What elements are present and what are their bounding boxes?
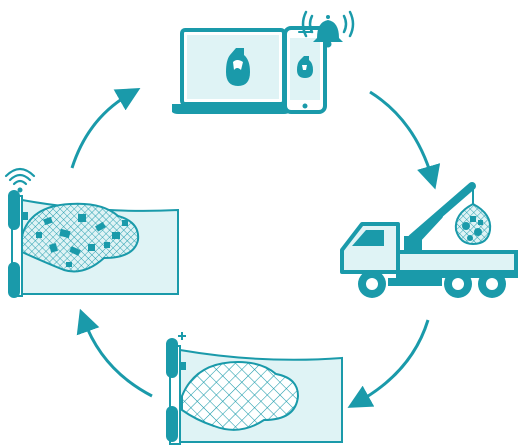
full-net-trap [4,167,179,298]
cycle-arrow-top-left [70,88,141,169]
empty-net-trap [166,332,343,445]
wifi-signal-icon [4,167,36,193]
mounting-bracket-icon [8,190,28,298]
cycle-arrow-bottom-left [76,308,153,398]
full-net-icon [21,202,140,273]
trash-bag-icon [226,48,250,86]
smartphone-icon [283,26,327,114]
full-net-bag-icon [454,202,492,246]
cycle-arrow-bottom-right [347,319,430,408]
crane-truck-icon [340,182,518,298]
alarm-bell-icon [301,10,355,48]
mounting-bracket-icon [166,332,186,445]
laptop-icon [172,28,296,114]
notification-devices [172,10,355,114]
empty-net-icon [181,360,300,431]
cycle-arrow-top-right [369,90,441,190]
